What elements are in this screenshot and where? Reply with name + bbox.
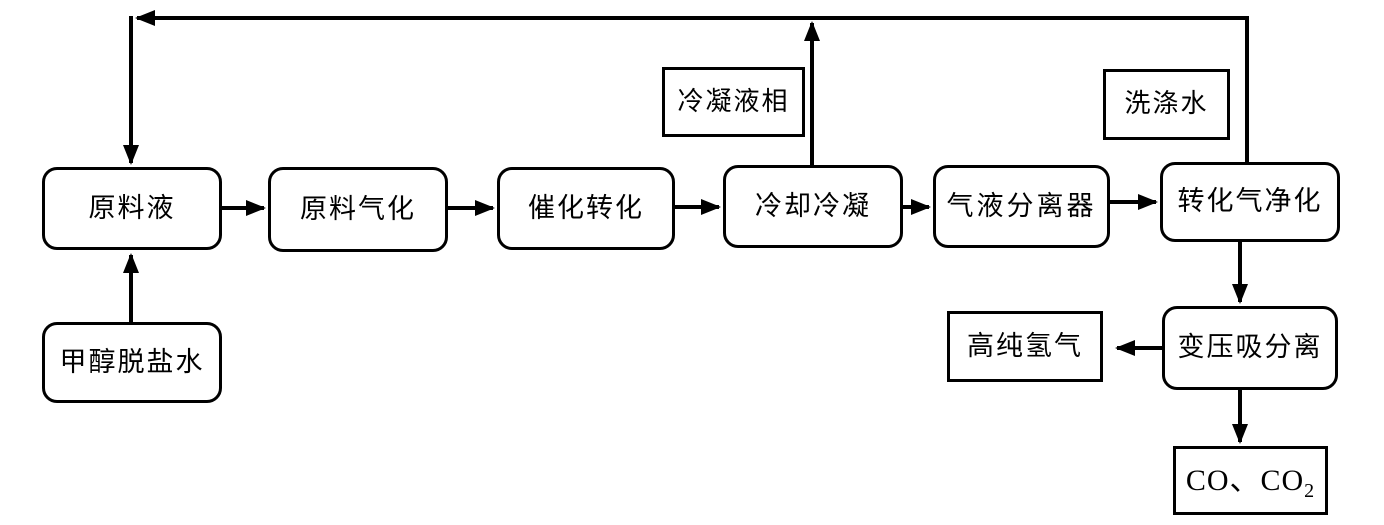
node-methanol-water: 甲醇脱盐水 (42, 322, 222, 403)
node-cooling-condensation-label: 冷却冷凝 (755, 190, 871, 221)
node-feed-liquid-label: 原料液 (88, 192, 176, 223)
recycle-line (135, 10, 1249, 162)
node-high-purity-hydrogen-label: 高纯氢气 (967, 330, 1083, 361)
node-feed-vaporization-label: 原料气化 (300, 193, 416, 224)
node-feed-vaporization: 原料气化 (268, 167, 448, 252)
label-box-condensate-phase: 冷凝液相 (662, 67, 805, 137)
co2-subscript: 2 (1304, 480, 1316, 502)
node-psa-separation-label: 变压吸分离 (1177, 332, 1323, 363)
node-co-co2-label: CO、CO2 (1185, 464, 1316, 502)
node-gas-purification-label: 转化气净化 (1177, 186, 1323, 217)
node-catalytic-conversion-label: 催化转化 (528, 192, 644, 223)
node-catalytic-conversion: 催化转化 (497, 167, 675, 250)
node-feed-liquid: 原料液 (42, 167, 222, 250)
node-gas-purification: 转化气净化 (1160, 162, 1340, 242)
node-cooling-condensation: 冷却冷凝 (723, 165, 903, 248)
condensate-phase-label: 冷凝液相 (677, 86, 790, 116)
node-psa-separation: 变压吸分离 (1162, 306, 1338, 390)
node-methanol-water-label: 甲醇脱盐水 (59, 346, 205, 377)
node-high-purity-hydrogen: 高纯氢气 (947, 311, 1103, 382)
node-co-co2: CO、CO2 (1173, 446, 1328, 515)
node-gas-liquid-separator: 气液分离器 (933, 165, 1110, 248)
node-gas-liquid-separator-label: 气液分离器 (946, 190, 1097, 221)
washing-water-label: 洗涤水 (1124, 89, 1209, 119)
label-box-washing-water: 洗涤水 (1103, 69, 1230, 140)
